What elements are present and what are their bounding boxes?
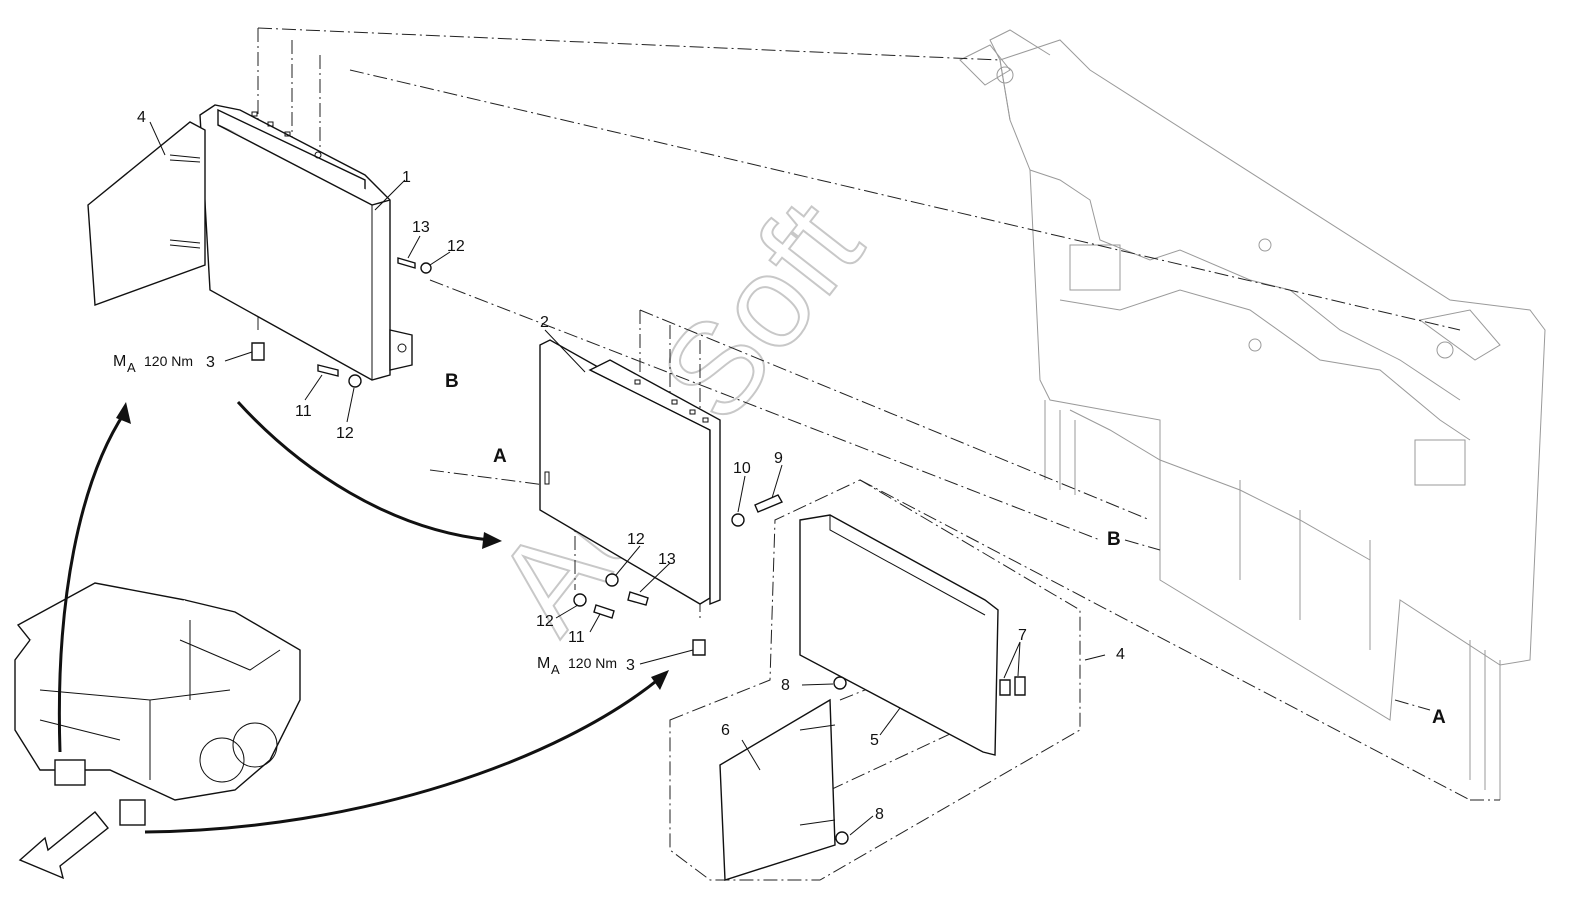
torque-subscript-mid: A <box>551 662 560 677</box>
cover-assembly <box>719 514 1026 881</box>
callout-3-top: 3 <box>206 354 215 371</box>
callout-2: 2 <box>540 314 549 331</box>
callout-3-mid: 3 <box>626 657 635 674</box>
torque-label-middle: M A 120 Nm <box>537 655 617 677</box>
leader-lines <box>149 121 1106 836</box>
middle-control-box <box>539 339 784 656</box>
callout-11-mid: 11 <box>568 629 585 646</box>
ref-b-frame: B <box>1107 529 1121 550</box>
callout-13-top: 13 <box>412 219 430 236</box>
ref-b-top: B <box>445 371 459 392</box>
callout-5: 5 <box>870 732 879 749</box>
ref-a-middle: A <box>493 446 507 467</box>
chassis-frame <box>959 29 1546 800</box>
callout-6: 6 <box>721 722 730 739</box>
callout-12-mid-a: 12 <box>627 531 645 548</box>
callout-10: 10 <box>733 460 751 477</box>
callout-1: 1 <box>402 169 411 186</box>
callout-7: 7 <box>1018 627 1027 644</box>
paver-machine <box>14 582 301 880</box>
ref-a-frame: A <box>1432 707 1446 728</box>
torque-symbol: M <box>113 353 126 370</box>
callout-8-a: 8 <box>781 677 790 694</box>
callout-12-top-b: 12 <box>336 425 354 442</box>
callout-13-mid: 13 <box>658 551 676 568</box>
callout-8-b: 8 <box>875 806 884 823</box>
callout-4-top: 4 <box>137 109 146 126</box>
callout-4-cover: 4 <box>1116 646 1125 663</box>
callout-11-top: 11 <box>295 403 312 420</box>
torque-value-mid: 120 Nm <box>568 655 617 671</box>
torque-value: 120 Nm <box>144 353 193 369</box>
torque-subscript: A <box>127 360 136 375</box>
torque-label-top: M A 120 Nm <box>113 353 193 375</box>
torque-symbol-mid: M <box>537 655 550 672</box>
callout-12-mid-b: 12 <box>536 613 554 630</box>
callout-9: 9 <box>774 450 783 467</box>
callout-12-top-a: 12 <box>447 238 465 255</box>
top-control-box <box>87 104 432 388</box>
location-arrows <box>57 400 669 834</box>
